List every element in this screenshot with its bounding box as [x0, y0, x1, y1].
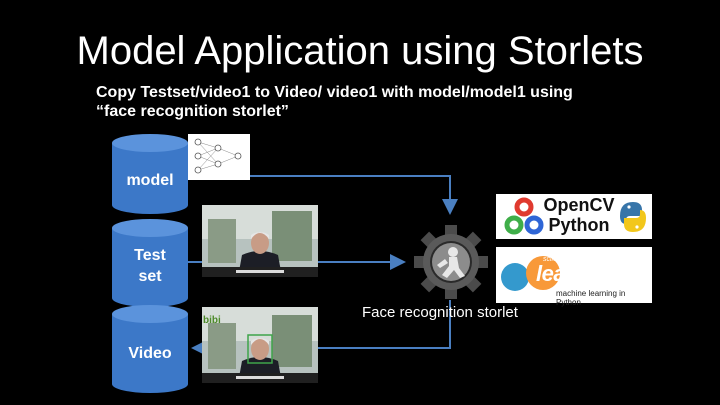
opencv-logo-icon: [504, 197, 544, 235]
video-container-cylinder: Video: [112, 305, 188, 393]
face-tag-label: bibi: [203, 315, 221, 326]
slide-title: Model Application using Storlets: [76, 29, 644, 73]
python-logo-icon: [620, 202, 646, 232]
video-frame-person-icon: [202, 205, 318, 277]
scikit-learn-logo-icon: [501, 256, 560, 291]
testset-label-line-1: Test: [134, 247, 166, 264]
storlet-gear-icon: [414, 225, 488, 299]
model-container-label: model: [126, 172, 174, 189]
learn-text: learn: [536, 261, 587, 286]
scikit-learn-logo: scikit learn machine learning in Python: [496, 247, 652, 307]
model-to-storlet-arrow: [188, 175, 458, 215]
scikit-text: scikit: [543, 256, 559, 263]
video-container-label: Video: [128, 345, 172, 362]
neural-network-icon: [194, 138, 242, 174]
testset-label-line-2: set: [138, 268, 162, 285]
storlet-label: Face recognition storlet: [362, 304, 518, 321]
opencv-logo-text: OpenCV Python: [534, 195, 624, 235]
video-frame-person-icon: [202, 307, 318, 383]
testset-container-label: Test set: [112, 245, 188, 287]
opencv-python-logo: OpenCV Python: [496, 194, 652, 239]
opencv-text: OpenCV: [543, 195, 615, 215]
testset-container-cylinder: Test set: [112, 219, 188, 307]
python-text: Python: [548, 215, 610, 235]
slide-subtitle: Copy Testset/video1 to Video/ video1 wit…: [96, 83, 656, 121]
subtitle-line-2: “face recognition storlet”: [96, 103, 289, 120]
testset-video-thumbnail: [202, 205, 318, 277]
neural-network-diagram-image: [188, 134, 250, 180]
sklearn-tagline: machine learning in Python: [556, 289, 626, 307]
model-container-cylinder: model: [112, 134, 188, 214]
subtitle-line-1: Copy Testset/video1 to Video/ video1 wit…: [96, 84, 573, 101]
video-output-thumbnail: [202, 307, 318, 383]
